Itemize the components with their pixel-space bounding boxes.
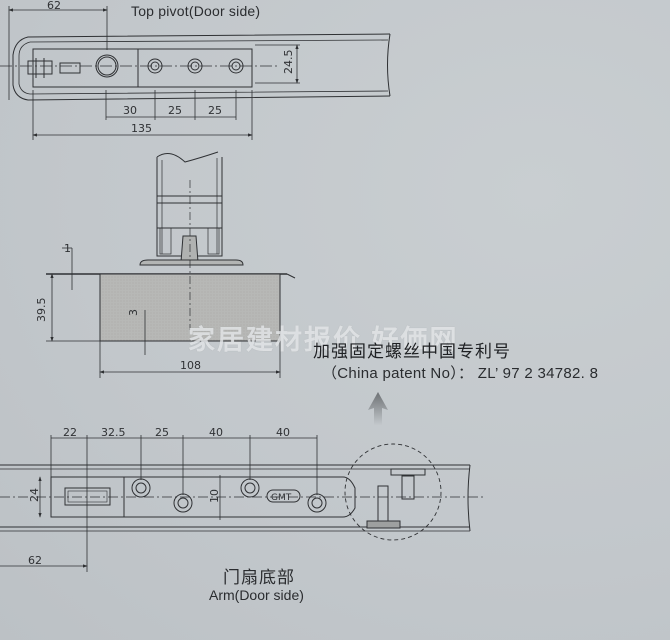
svg-text:32.5: 32.5 <box>101 426 126 439</box>
svg-text:24.5: 24.5 <box>282 50 295 75</box>
svg-text:135: 135 <box>131 122 152 135</box>
svg-text:39.5: 39.5 <box>35 298 48 323</box>
svg-text:1: 1 <box>64 242 71 255</box>
svg-text:40: 40 <box>276 426 290 439</box>
svg-text:GMT: GMT <box>271 493 292 503</box>
patent-title-cn: 加强固定螺丝中国专利号 <box>313 342 511 361</box>
svg-text:62: 62 <box>28 554 42 567</box>
svg-text:108: 108 <box>180 359 201 372</box>
side-section-drawing <box>46 151 296 378</box>
svg-text:25: 25 <box>208 104 222 117</box>
svg-text:40: 40 <box>209 426 223 439</box>
arm-drawing <box>0 435 485 572</box>
svg-text:10: 10 <box>208 489 221 503</box>
top-pivot-drawing <box>0 6 391 140</box>
svg-text:3: 3 <box>127 309 140 316</box>
dimension-labels: 62 24.5 30 25 25 135 1 39.5 3 108 22 32.… <box>28 0 295 567</box>
arm-title-en: Arm(Door side) <box>209 587 304 603</box>
top-pivot-title: Top pivot(Door side) <box>131 3 261 19</box>
watermark: 家居建材报价 好価网 <box>188 325 459 355</box>
svg-text:30: 30 <box>123 104 137 117</box>
patent-number: （China patent No）： ZL’ 97 2 34782. 8 <box>322 365 599 382</box>
arrow-up-icon <box>368 392 388 425</box>
svg-text:62: 62 <box>47 0 61 12</box>
arm-title-cn: 门扇底部 <box>223 568 295 587</box>
svg-text:22: 22 <box>63 426 77 439</box>
svg-text:24: 24 <box>28 488 41 502</box>
svg-text:25: 25 <box>168 104 182 117</box>
svg-text:25: 25 <box>155 426 169 439</box>
